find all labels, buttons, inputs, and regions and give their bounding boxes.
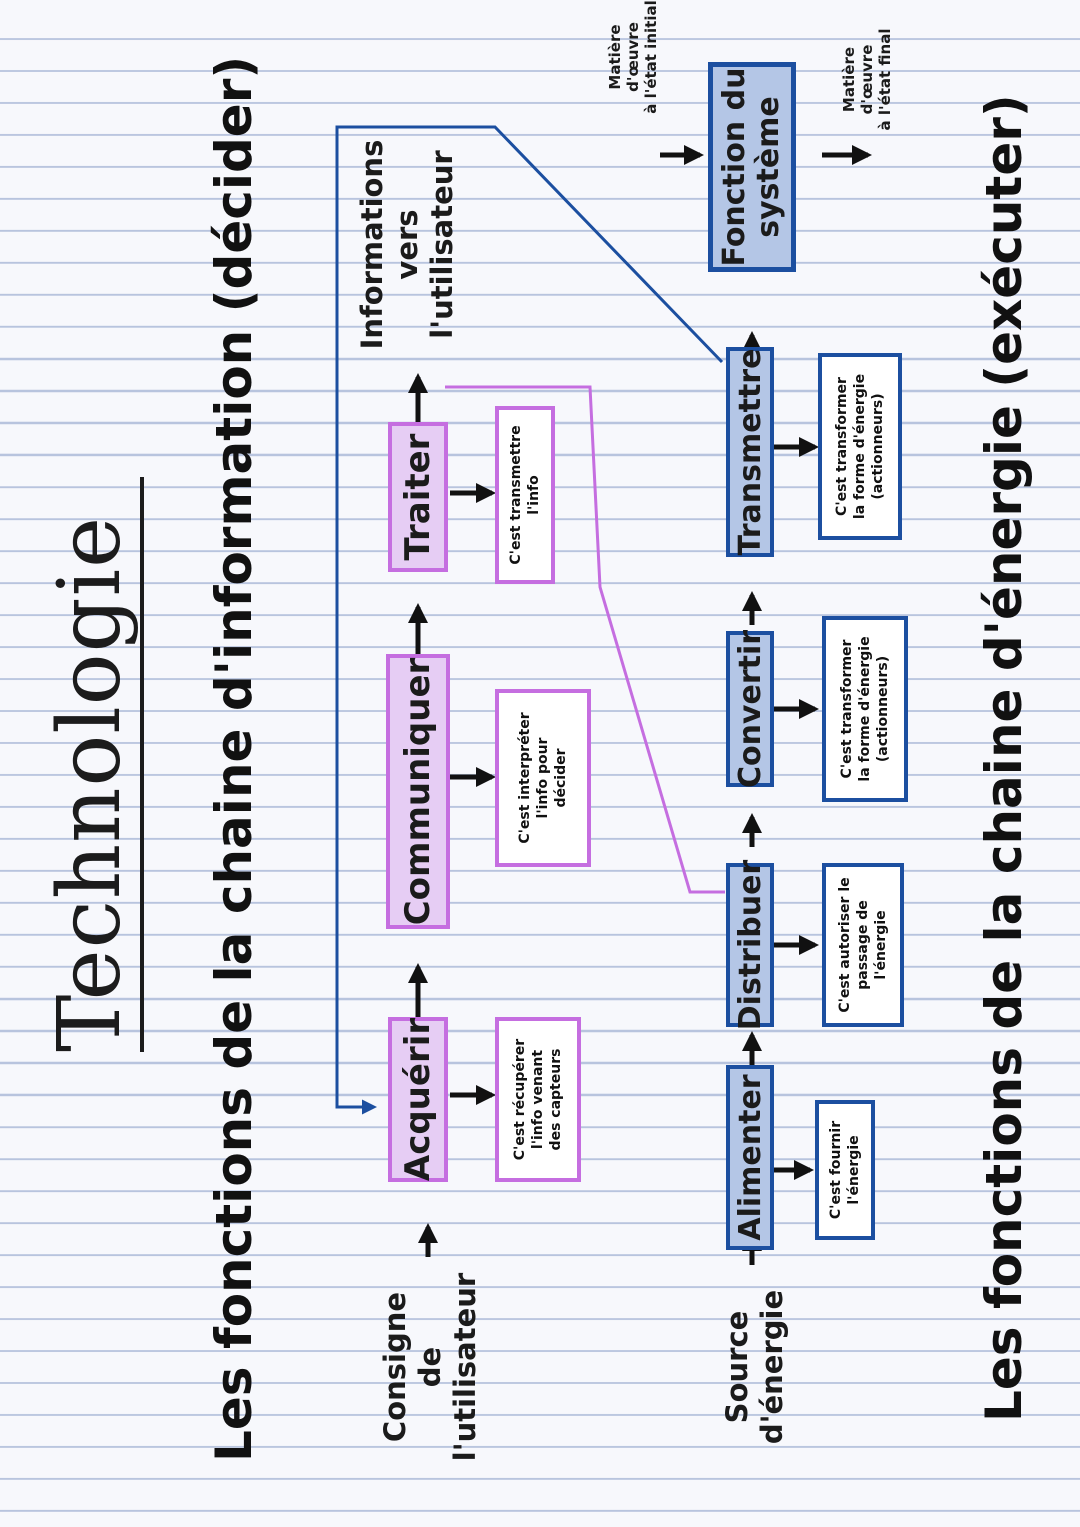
- info-chain-heading: Les fonctions de la chaine d'information…: [205, 55, 263, 1462]
- transmettre-description: C'est transformer la forme d'énergie (ac…: [818, 353, 902, 540]
- matiere-final-label: Matière d'œuvre à l'état final: [840, 28, 894, 131]
- transmettre-box: Transmettre: [726, 347, 774, 557]
- alimenter-box: Alimenter: [726, 1065, 774, 1250]
- title-underline: [140, 477, 144, 1052]
- acquerir-box: Acquérir: [388, 1017, 448, 1182]
- alimenter-description: C'est fournir l'énergie: [815, 1100, 875, 1240]
- link-traiter-distribuer: [445, 385, 725, 894]
- acquerir-description: C'est récupérer l'info venant des capteu…: [495, 1017, 581, 1182]
- consigne-label: Consigne de l'utilisateur: [378, 1272, 482, 1462]
- page-title: Technologie: [40, 515, 140, 1052]
- link-transmettre-acquerir: [335, 125, 724, 1115]
- distribuer-box: Distribuer: [726, 860, 774, 1030]
- convertir-box: Convertir: [726, 630, 774, 788]
- distribuer-description: C'est autoriser le passage de l'énergie: [822, 863, 904, 1027]
- source-energie-label: Source d'énergie: [720, 1289, 789, 1445]
- communiquer-description: C'est interpréter l'info pour décider: [495, 689, 591, 867]
- informations-label: Informations vers l'utilisateur: [355, 139, 459, 350]
- convertir-description: C'est transformer la forme d'énergie (ac…: [822, 616, 908, 802]
- fonction-systeme-box: Fonction du système: [708, 62, 796, 272]
- energy-chain-heading: Les fonctions de la chaine d'énergie (ex…: [975, 94, 1033, 1422]
- traiter-box: Traiter: [388, 422, 448, 572]
- communiquer-box: Communiquer: [386, 654, 450, 929]
- traiter-description: C'est transmettre l'info: [495, 406, 555, 584]
- matiere-initial-label: Matière d'œuvre à l'état initial: [606, 0, 660, 114]
